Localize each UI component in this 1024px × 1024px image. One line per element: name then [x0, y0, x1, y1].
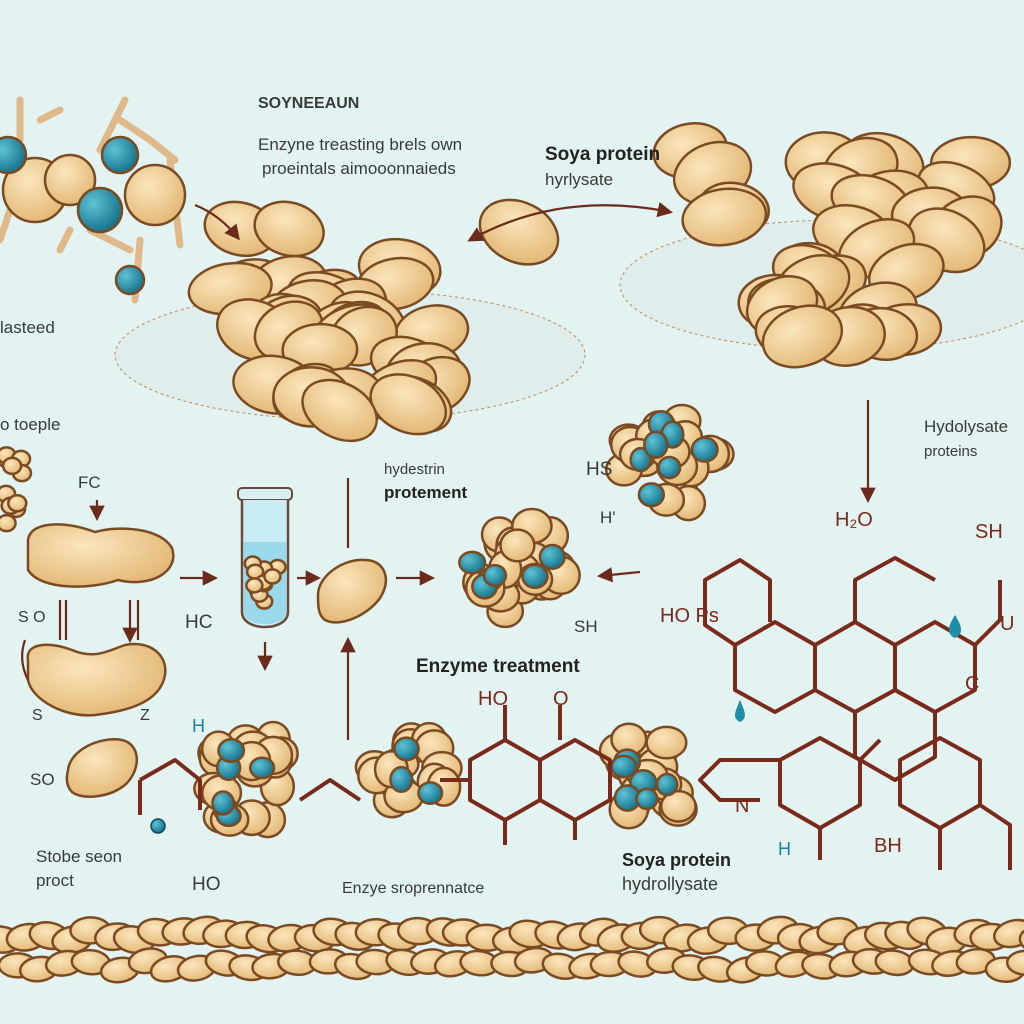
bean-single-center [316, 558, 388, 624]
label-sh: SH [574, 617, 598, 636]
protein-bead [645, 725, 688, 760]
blue-atom [482, 563, 508, 588]
label-plasteed: lasteed [0, 318, 55, 337]
molecular-structure-right [698, 556, 1012, 870]
soybean [369, 373, 448, 436]
small-bean [0, 513, 17, 533]
label-soya-top-2: hyrlysate [545, 170, 613, 189]
blue-atom [458, 550, 487, 575]
label-hc: HC [185, 612, 212, 633]
tube-bean [263, 568, 282, 585]
blue-atom [114, 264, 146, 296]
label-enzyme-line2: proeintals aimooonnaieds [262, 159, 456, 178]
row-bean [1005, 949, 1024, 977]
protein-cluster-center [458, 507, 581, 629]
label-hydestrin: hydestrin [384, 461, 445, 478]
atom-bead [43, 153, 97, 207]
label-enzyme-line1: Enzyne treasting brels own [258, 135, 462, 154]
label-h-small: H [192, 716, 205, 736]
label-s-o: S O [18, 609, 46, 626]
label-soybean-title: SOYNEEAUN [258, 95, 359, 112]
label-so: SO [30, 770, 55, 789]
label-u: U [1000, 613, 1014, 635]
label-hydrolysate-1: Hydolysate [924, 417, 1008, 436]
blue-atom [393, 736, 420, 762]
soybean [301, 378, 378, 443]
label-protement: protement [384, 483, 467, 502]
protein-cluster-bottom-1 [193, 720, 299, 839]
label-enzye: Enzye sroprennatce [342, 880, 484, 897]
label-bh: BH [874, 835, 902, 857]
protein-cluster-bottom-2 [354, 721, 463, 819]
label-c: C [965, 673, 979, 695]
label-hops: HO Ps [660, 605, 719, 627]
label-stobe-1: Stobe seon [36, 847, 122, 866]
soybean-row-bottom [0, 915, 1024, 984]
soybean-cluster-edge [0, 446, 33, 533]
label-hydrolysate-2: proteins [924, 443, 977, 460]
label-ho-bottom: HO [192, 874, 221, 895]
bean-split-bottom [26, 642, 167, 717]
test-tube [237, 487, 293, 629]
blue-atom [100, 135, 140, 175]
blue-atom [417, 781, 444, 805]
blue-atom [389, 765, 414, 794]
label-n: N [735, 795, 749, 817]
small-bean [7, 493, 28, 513]
label-soya-bottom-1: Soya protein [622, 850, 731, 870]
flow-arrows [21, 202, 876, 740]
tube-bean [245, 577, 264, 594]
blue-atom [657, 455, 682, 480]
soybean [681, 187, 768, 247]
small-bean [1, 456, 23, 476]
bean-single-lower [65, 738, 139, 798]
label-h-blue: H [778, 839, 791, 859]
label-ho-mid: HO [478, 688, 508, 710]
blue-atom [211, 790, 235, 816]
label-sh-right: SH [975, 521, 1003, 543]
soybean [761, 304, 844, 369]
protein-bead [499, 528, 536, 563]
label-soya-top-1: Soya protein [545, 144, 660, 165]
label-soya-bottom-2: hydrollysate [622, 874, 718, 894]
label-o-mid: O [553, 688, 569, 710]
protein-cluster-bottom-3 [598, 722, 698, 830]
atom-bead [123, 163, 187, 227]
label-stobe-2: proct [36, 871, 74, 890]
label-hs: HS [586, 459, 612, 480]
label-z: Z [140, 707, 150, 724]
blue-atom [637, 482, 666, 508]
label-enzyme-treatment: Enzyme treatment [416, 656, 580, 677]
blue-atom [635, 787, 659, 811]
soybean [253, 200, 325, 258]
blue-atom [521, 563, 549, 590]
blue-atom [690, 436, 719, 463]
labels-group: SOYNEEAUN Enzyne treasting brels own pro… [0, 95, 1014, 897]
blue-atom [0, 135, 28, 175]
soybean-pile-left [187, 198, 560, 443]
soybean-pile-right [652, 122, 1012, 369]
molecular-structure-bottom [138, 705, 612, 845]
blue-atom [248, 756, 276, 780]
blue-atom [655, 772, 679, 797]
molecule-model-top-left [0, 96, 187, 304]
blue-atom [76, 186, 124, 234]
blue-atom [217, 738, 246, 763]
label-fc: FC [78, 473, 101, 492]
label-toeple: o toeple [0, 415, 61, 434]
label-s: S [32, 707, 43, 724]
droplets [150, 615, 962, 834]
blue-atom [643, 430, 669, 459]
row-bean [1018, 925, 1024, 954]
blue-atom [629, 446, 652, 473]
bean-split-top [26, 523, 175, 588]
label-h2o: H₂O [835, 509, 873, 531]
protein-cluster-upper [604, 403, 735, 522]
blue-atom [538, 543, 566, 570]
protein-bead [659, 789, 697, 823]
label-h-prime: H' [600, 508, 616, 527]
